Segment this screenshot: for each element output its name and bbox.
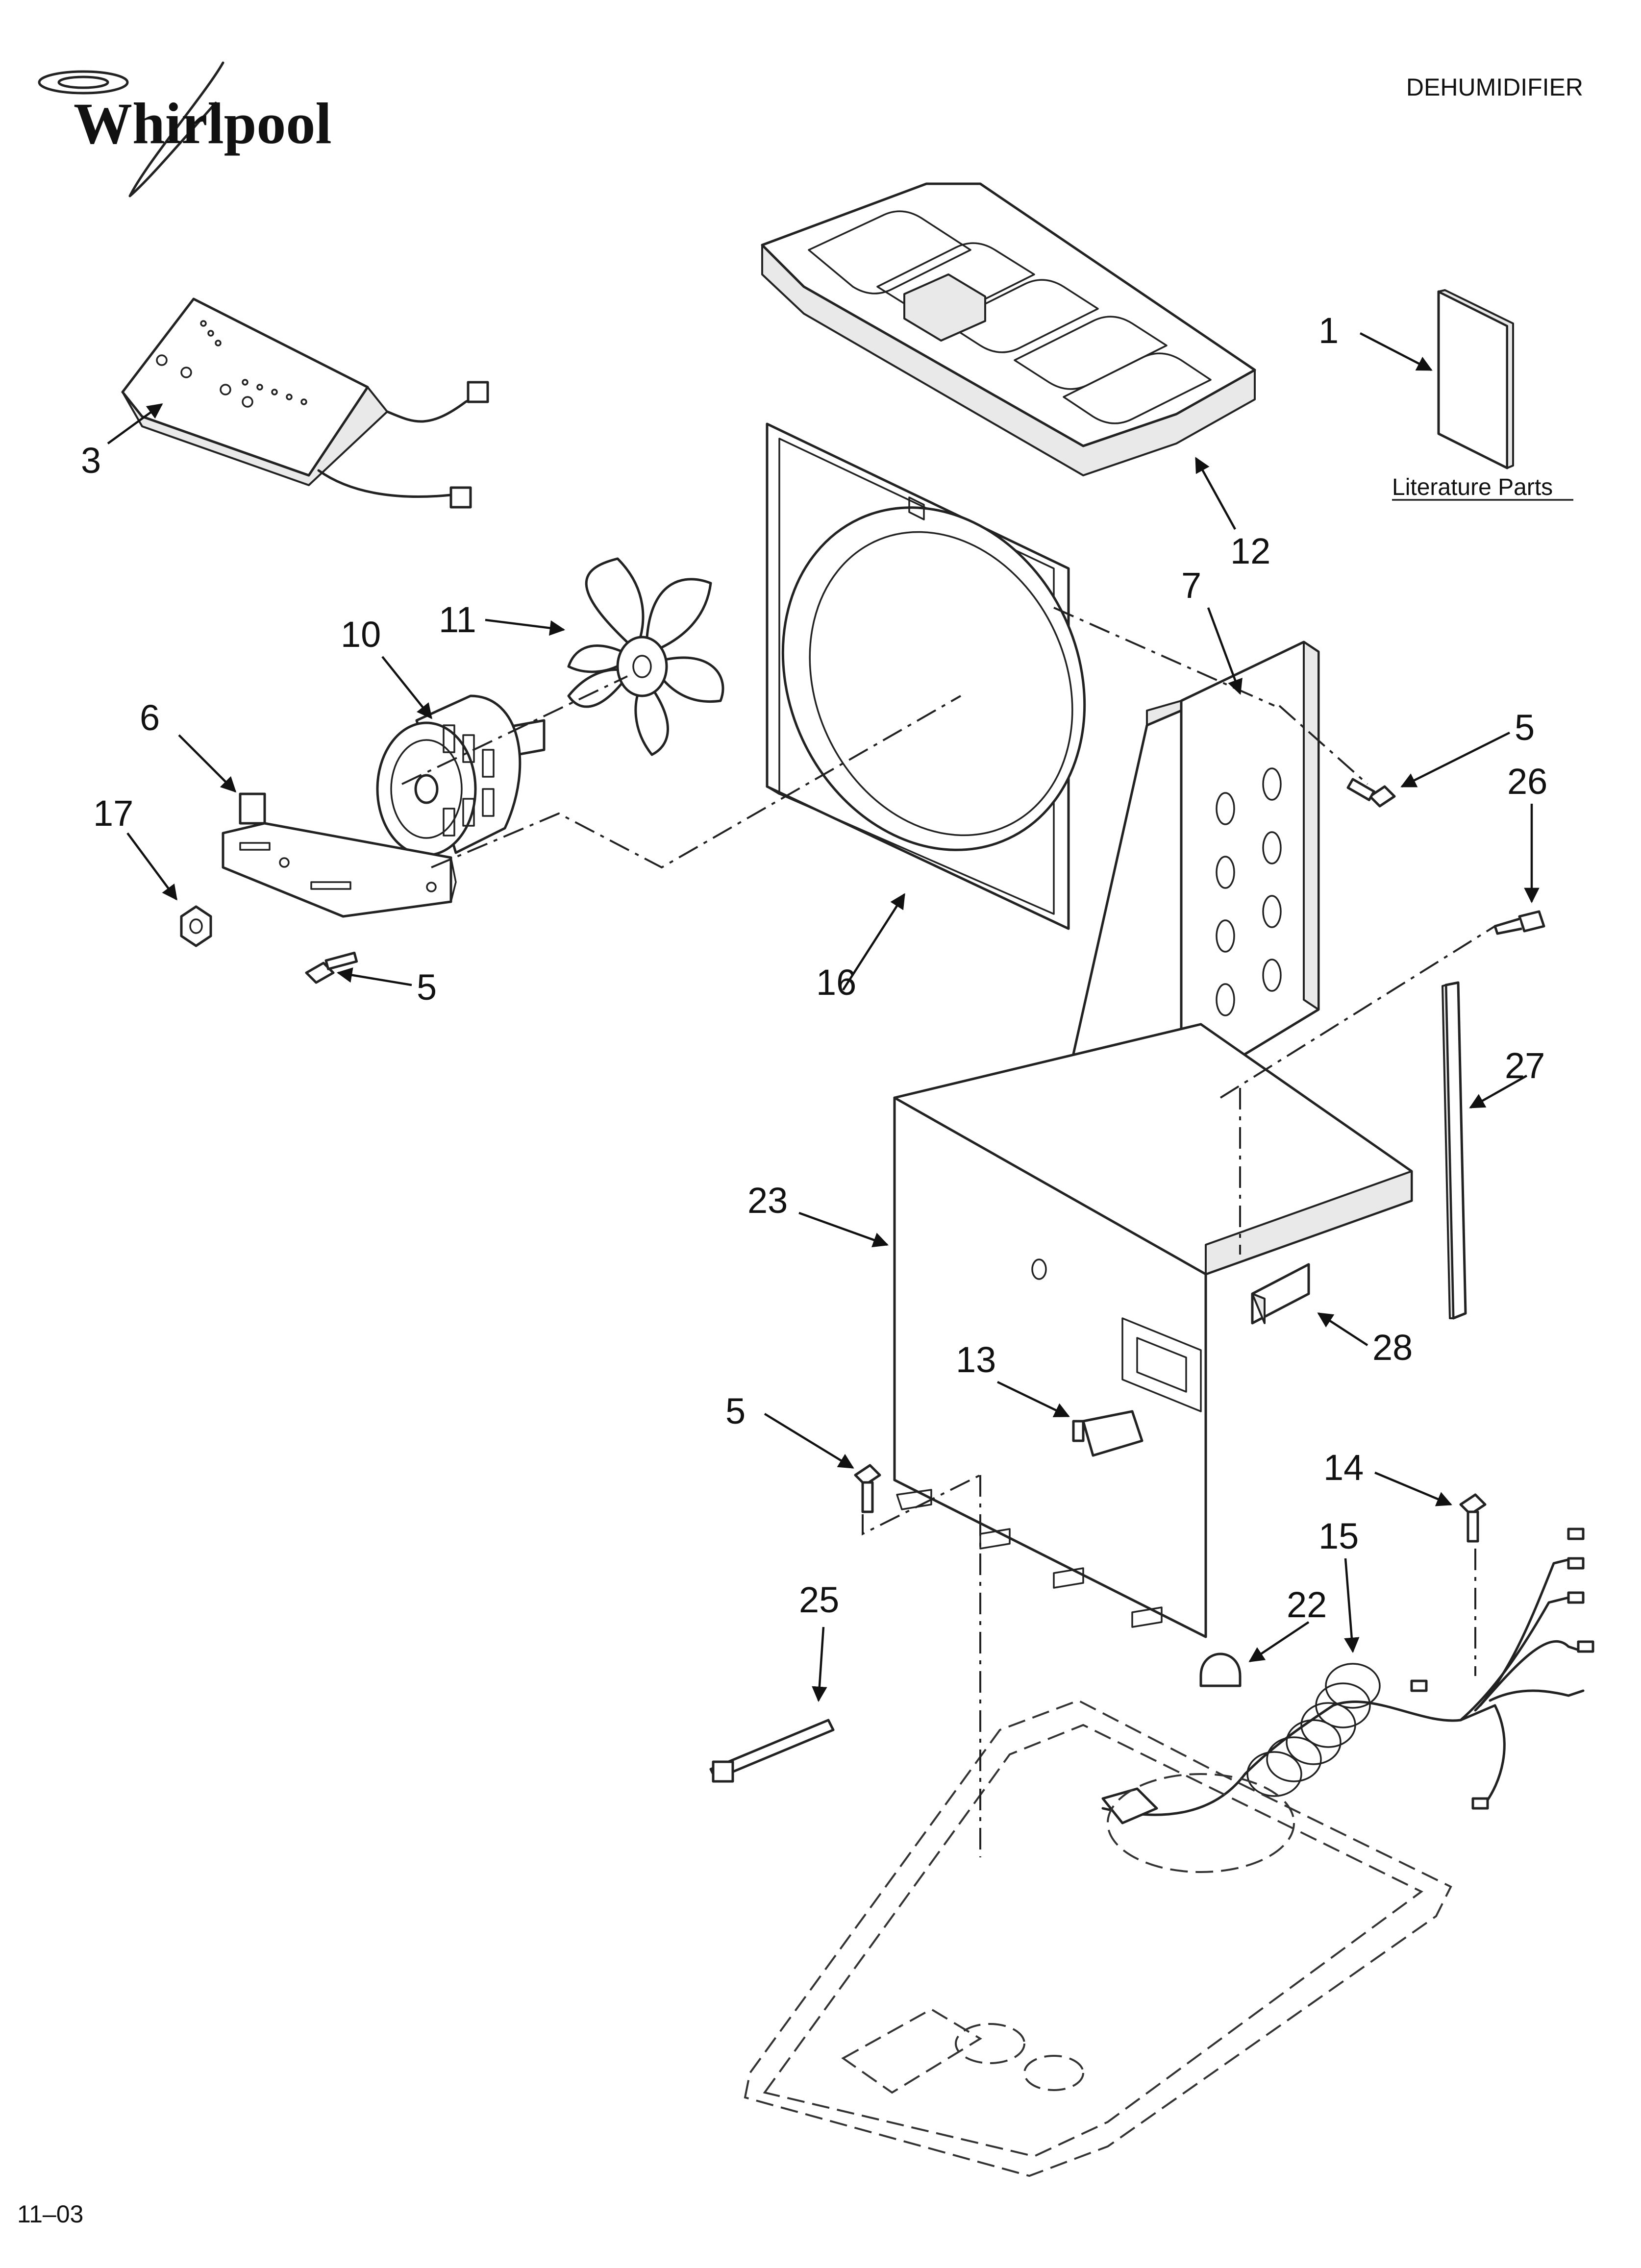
callout-16: 16 (816, 962, 856, 1003)
part-rail (1442, 981, 1467, 1320)
part-screw-panel (1346, 778, 1396, 808)
callout-12: 12 (1230, 531, 1270, 571)
part-tie-strap (709, 1719, 835, 1783)
callout-27: 26 (1507, 761, 1547, 802)
part-literature: Literature Parts (1392, 289, 1573, 501)
callout-23: 23 (747, 1180, 788, 1221)
part-base-pan (744, 1699, 1452, 2177)
part-fan-shroud (766, 422, 1086, 930)
part-clamp (1199, 1652, 1242, 1687)
part-screw-14 (1459, 1493, 1487, 1543)
callout-5-bracket: 5 (417, 967, 437, 1008)
part-fan-blade (567, 557, 724, 756)
part-cabinet (893, 1023, 1413, 1638)
callout-26: 27 (1505, 1045, 1545, 1086)
header-title: DEHUMIDIFIER (1406, 74, 1583, 101)
callout-28: 28 (1372, 1327, 1413, 1368)
callout-17: 17 (93, 793, 133, 834)
callout-22: 22 (1287, 1584, 1327, 1625)
whirlpool-logo: Whirlpool (38, 61, 332, 197)
part-control-panel (121, 297, 489, 509)
part-clip (1251, 1263, 1310, 1325)
literature-caption: Literature Parts (1392, 474, 1553, 500)
callout-3: 3 (81, 440, 101, 481)
callout-1: 1 (1318, 310, 1339, 351)
callout-5-cabinet: 5 (725, 1391, 746, 1431)
footer-code: 11–03 (17, 2200, 83, 2228)
callout-13: 13 (956, 1339, 996, 1380)
callout-15: 15 (1318, 1516, 1359, 1556)
part-screw-cabinet (854, 1464, 881, 1513)
callout-11: 11 (439, 599, 476, 640)
callout-10: 10 (341, 614, 381, 655)
part-nut (180, 905, 212, 947)
callout-25: 25 (799, 1579, 839, 1620)
part-screw-27 (1493, 910, 1545, 935)
callout-5-panel: 5 (1515, 707, 1535, 748)
part-switch (1072, 1410, 1144, 1457)
part-power-cord (1101, 1528, 1594, 1824)
part-side-panel (1062, 641, 1320, 1099)
part-screw-bracket (305, 951, 358, 984)
callout-6: 6 (140, 697, 160, 738)
part-top-cover (761, 182, 1256, 476)
part-motor-bracket (222, 792, 457, 918)
leader-arrows (107, 332, 1540, 1702)
callout-7: 7 (1181, 565, 1201, 606)
brand-name: Whirlpool (74, 91, 332, 156)
callout-14: 14 (1323, 1447, 1364, 1488)
